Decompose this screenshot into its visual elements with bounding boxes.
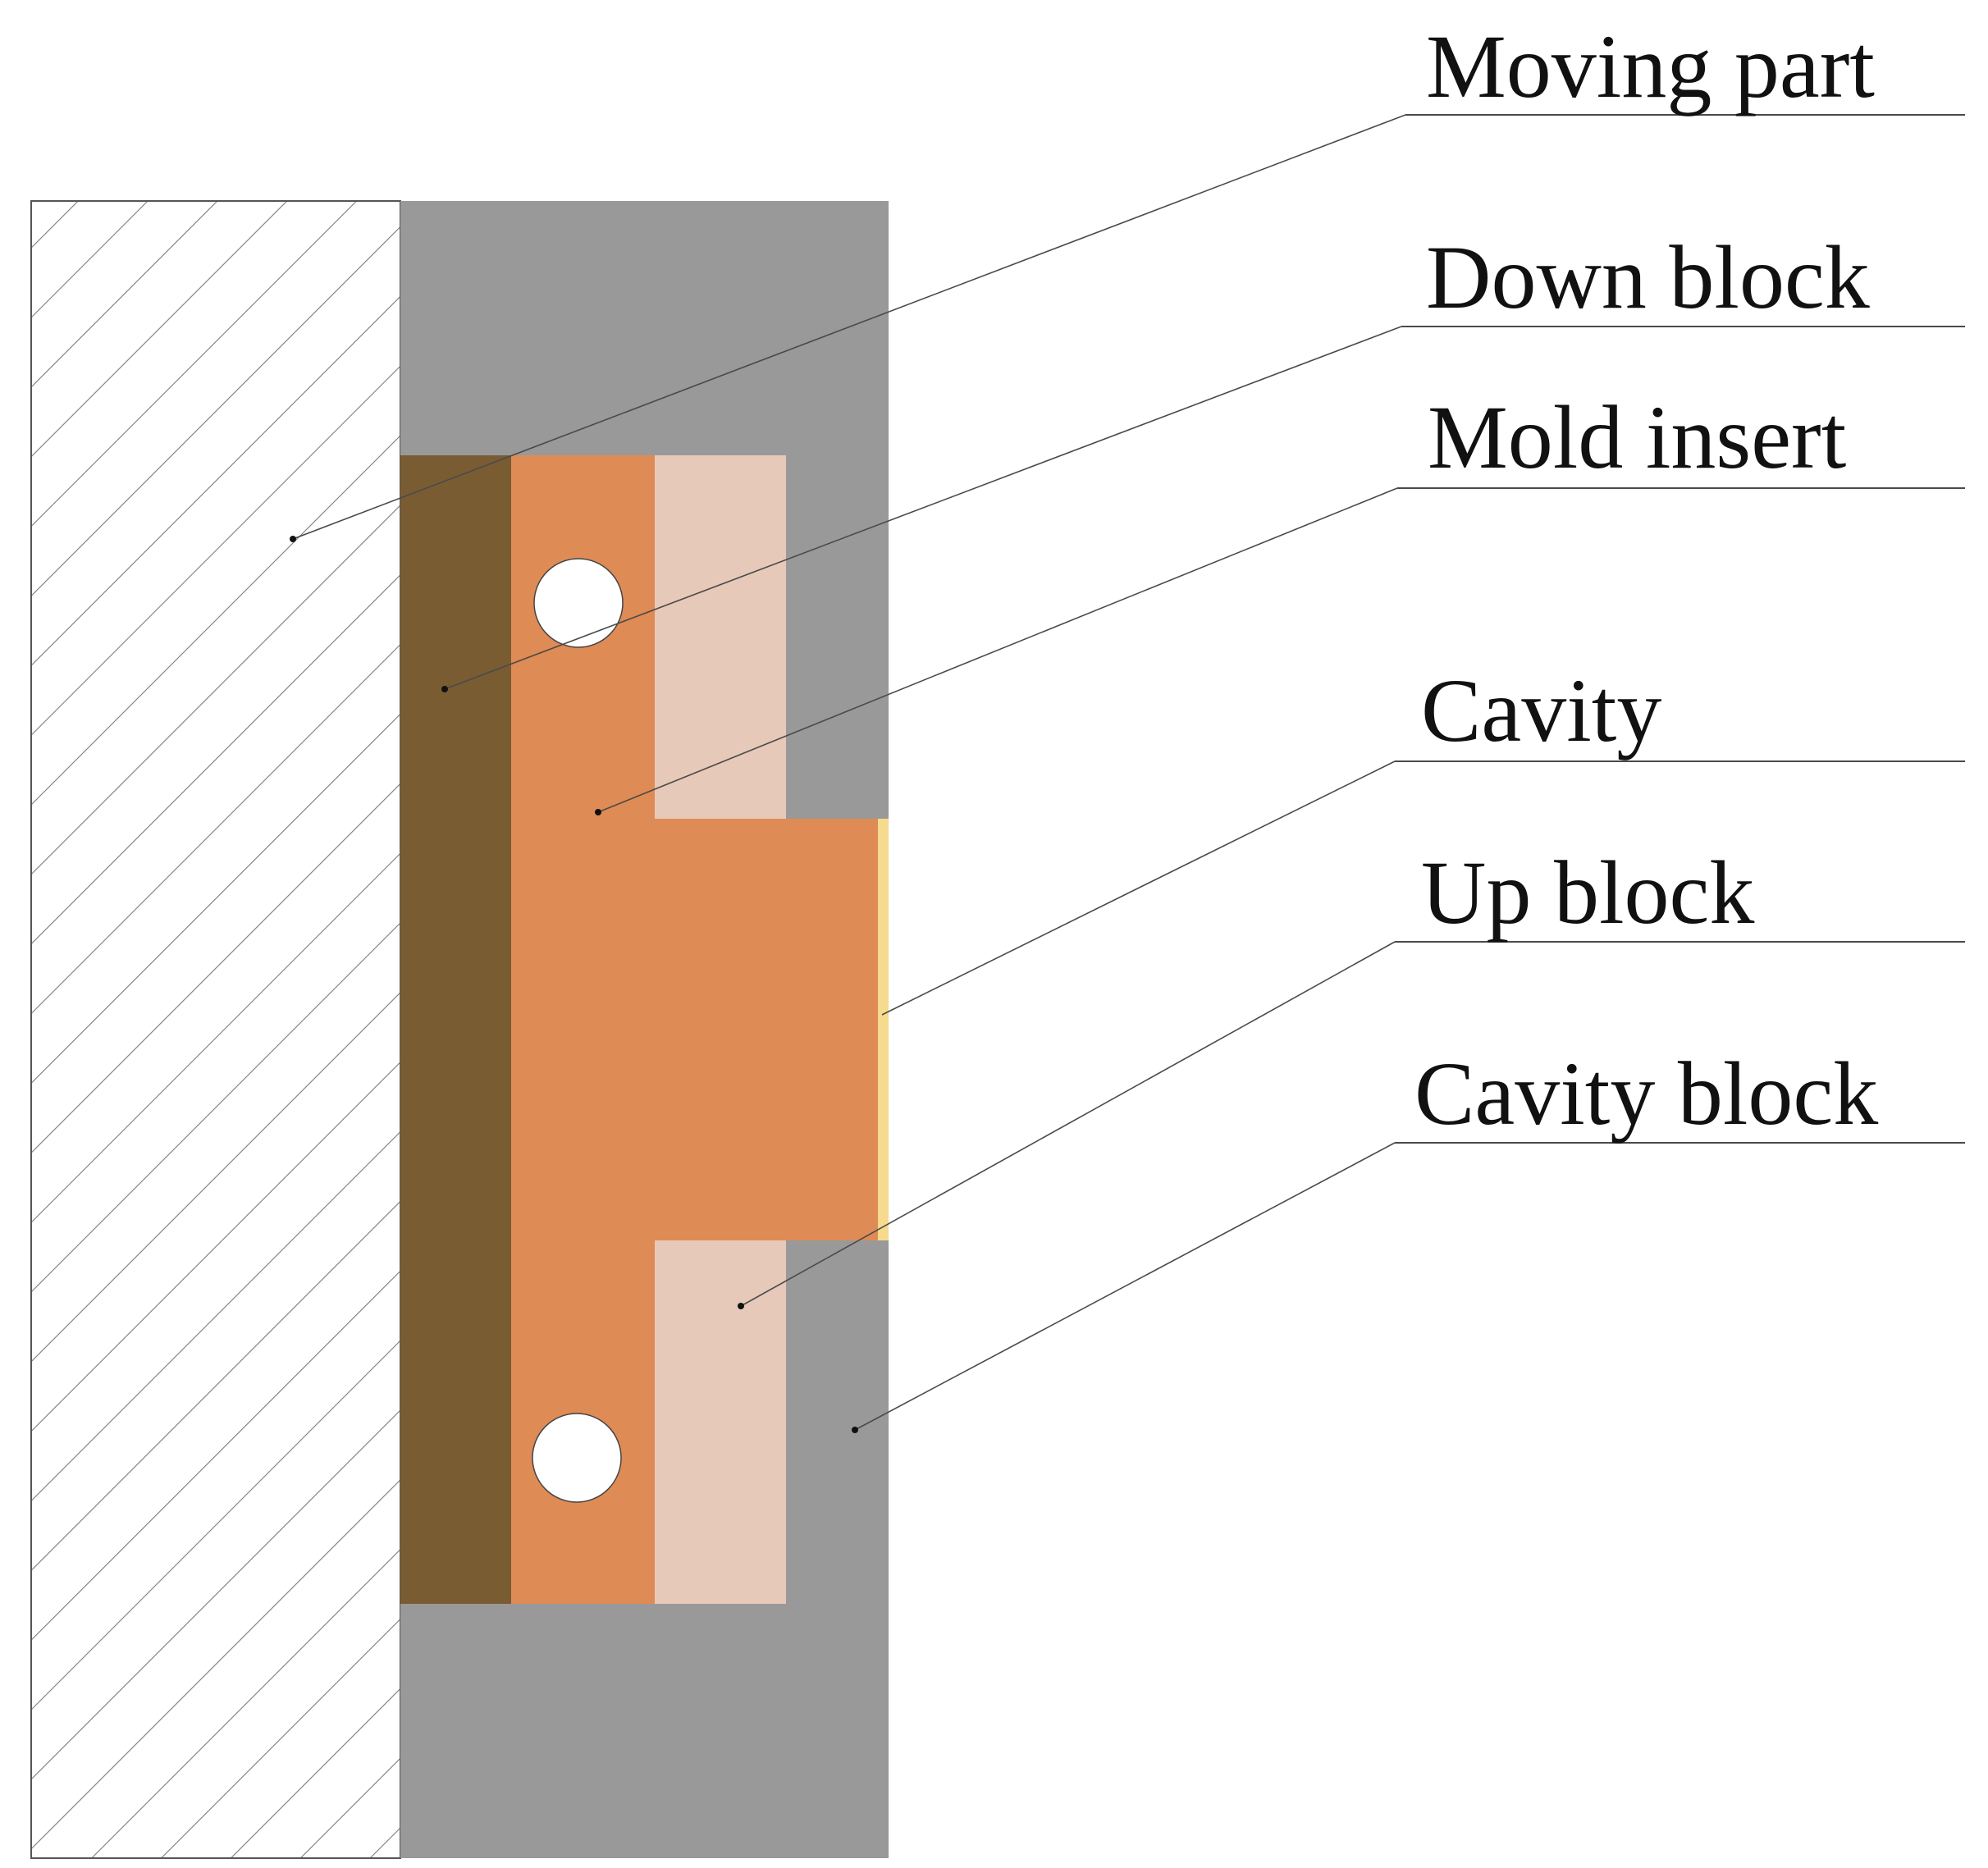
moving-part-region — [30, 200, 401, 1859]
label-down-block: Down block — [1426, 227, 1870, 327]
label-moving-part: Moving part — [1426, 16, 1875, 116]
label-up-block: Up block — [1421, 843, 1754, 943]
lower-pin-hole — [532, 1413, 622, 1503]
leader-dot-cavity-block — [852, 1427, 858, 1433]
label-cavity-block: Cavity block — [1414, 1044, 1878, 1144]
leader-line-cavity — [881, 760, 1396, 1016]
leader-line-moving-part — [292, 114, 1406, 540]
leader-line-mold-insert — [597, 487, 1398, 813]
leader-dot-moving-part — [290, 536, 296, 542]
label-mold-insert: Mold insert — [1428, 387, 1846, 487]
up-block-region — [655, 1240, 786, 1604]
leader-line-up-block — [740, 941, 1396, 1307]
leader-dot-mold-insert — [595, 809, 601, 815]
upper-pin-hole — [533, 558, 624, 648]
label-cavity: Cavity — [1421, 660, 1661, 760]
down-block-region — [400, 455, 511, 1604]
leader-line-cavity-block — [854, 1142, 1396, 1431]
mold-insert-region — [511, 455, 878, 1604]
leader-line-down-block — [444, 326, 1402, 690]
upper-light-block-region — [655, 455, 786, 819]
leader-dot-down-block — [441, 686, 448, 692]
cavity-region — [878, 819, 889, 1240]
leader-dot-up-block — [738, 1303, 744, 1309]
